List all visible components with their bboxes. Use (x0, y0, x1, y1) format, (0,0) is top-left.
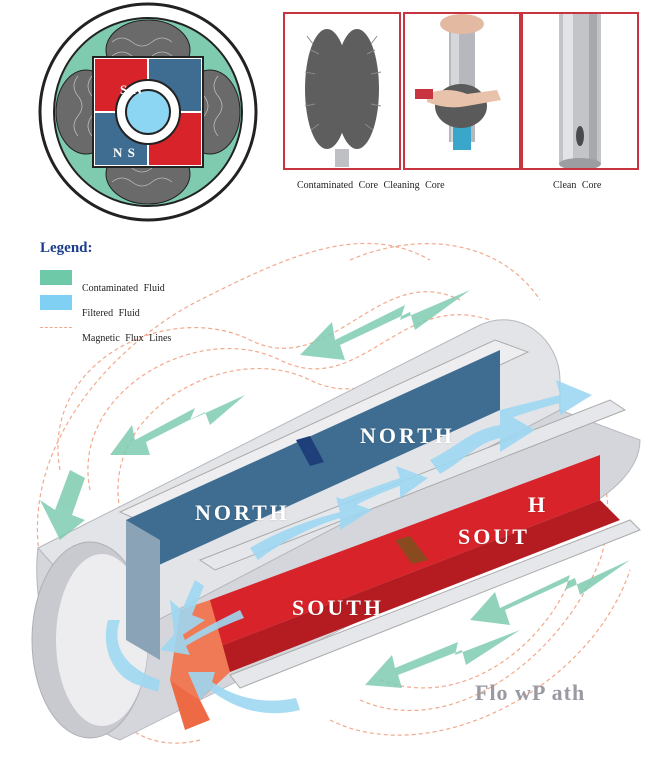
legend-title: Legend: (40, 240, 93, 256)
legend-swatch-flux (40, 327, 72, 328)
pole-label-bottom: N S (113, 145, 136, 160)
legend-swatch-contaminated (40, 270, 72, 285)
legend-label-filtered: Filtered Fluid (82, 308, 140, 319)
north-label-upper: NORTH (360, 423, 455, 448)
clean-core-caption: Clean Core (553, 180, 602, 191)
legend-label-flux: Magnetic Flux Lines (82, 333, 172, 344)
south-label-lower: SOUTH (292, 595, 385, 620)
clean-core-photo (521, 12, 639, 170)
cleaning-core-photo (403, 12, 521, 170)
contaminated-core-photo (283, 12, 401, 170)
legend-swatch-filtered (40, 295, 72, 310)
pole-label-top: S N (120, 82, 143, 97)
north-label-lower: NORTH (195, 500, 290, 525)
south-label-sout: SOUT (458, 524, 530, 549)
flow-path-label: Flo wP ath (475, 680, 586, 705)
contaminated-cleaning-caption: Contaminated Core Cleaning Core (297, 180, 445, 191)
legend-label-contaminated: Contaminated Fluid (82, 283, 165, 294)
south-label-h: H (528, 492, 549, 517)
